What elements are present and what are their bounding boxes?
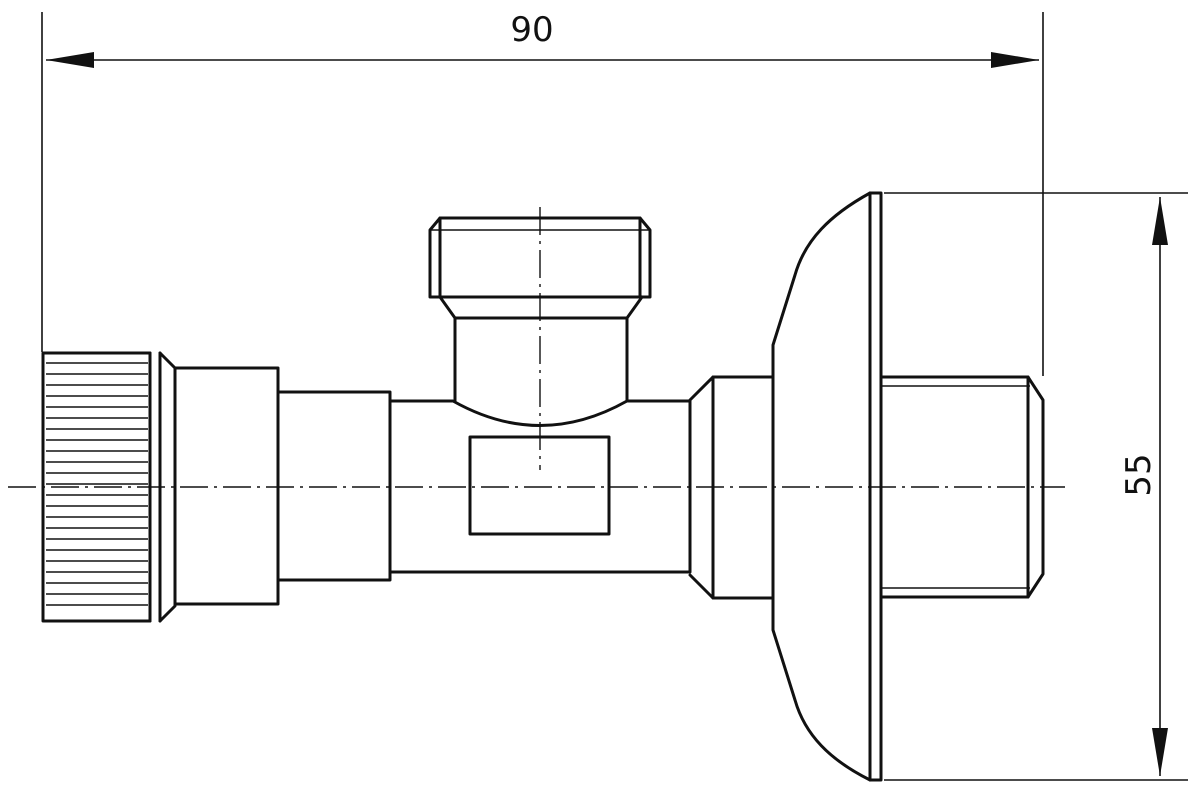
height-dimension-label: 55: [1119, 453, 1159, 496]
valve-body: [388, 399, 692, 574]
width-dimension: 90: [41, 10, 1044, 376]
height-dimension: 55: [884, 192, 1188, 781]
handwheel: [41, 351, 177, 623]
threaded-inlet: [879, 375, 1045, 599]
bonnet: [173, 366, 392, 606]
knurling: [46, 362, 148, 606]
wall-rosette: [771, 191, 883, 782]
width-dimension-label: 90: [510, 10, 553, 50]
top-outlet: [428, 216, 652, 403]
